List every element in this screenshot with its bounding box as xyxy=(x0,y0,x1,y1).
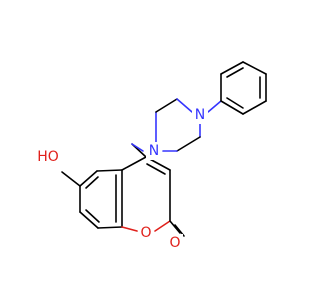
label-background xyxy=(146,142,162,160)
bond xyxy=(207,100,222,113)
label-background xyxy=(36,149,64,167)
bond xyxy=(242,61,267,75)
coumarin-pyranone-ring xyxy=(121,156,171,232)
bond xyxy=(121,226,138,232)
bond xyxy=(96,169,123,172)
bond xyxy=(176,136,201,152)
bond xyxy=(131,143,144,152)
bond xyxy=(61,171,81,187)
bond-inner xyxy=(85,176,99,189)
bond xyxy=(155,98,178,113)
bond xyxy=(242,100,267,115)
piperazine-nitrogen-1-label: N xyxy=(149,143,159,159)
bond xyxy=(220,61,244,75)
structure-canvas: HO O O N N xyxy=(36,61,267,252)
label-background xyxy=(138,224,154,242)
hydroxyl-group xyxy=(61,171,81,187)
coumarin-benzo-ring xyxy=(79,169,123,229)
piperazine-nitrogen-4-label: N xyxy=(195,107,205,123)
methylene-linker xyxy=(131,143,147,158)
bond xyxy=(121,156,147,171)
bond xyxy=(176,98,193,113)
hydroxyl-label: HO xyxy=(37,149,59,165)
bond xyxy=(79,170,98,187)
carbonyl-oxygen-label: O xyxy=(169,235,180,251)
atom-labels: HO O O N N xyxy=(36,106,208,252)
bond xyxy=(97,226,123,229)
phenyl-ring xyxy=(207,61,267,115)
ring-oxygen-label: O xyxy=(140,225,151,241)
piperazine-ring xyxy=(155,98,201,152)
bond xyxy=(169,220,181,234)
label-background xyxy=(167,234,183,252)
bond xyxy=(220,100,244,115)
bond xyxy=(79,211,99,229)
bond-inner xyxy=(226,67,244,78)
bond-inner xyxy=(146,163,166,175)
bond-inner xyxy=(226,97,244,109)
bond-inner xyxy=(85,209,100,223)
molecule-diagram: HO O O N N xyxy=(36,61,267,252)
bond xyxy=(154,220,171,232)
label-background xyxy=(192,106,208,124)
carbonyl-group xyxy=(169,220,185,237)
